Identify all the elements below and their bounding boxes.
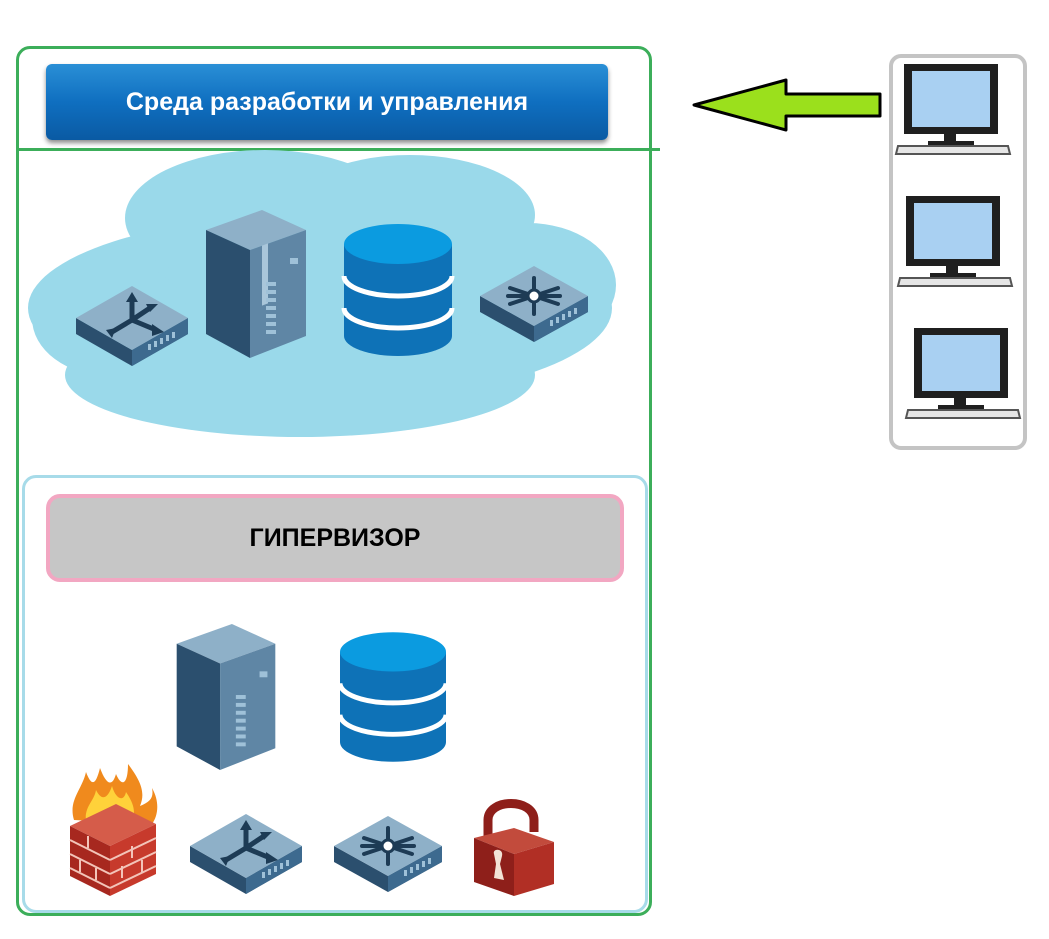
computer-icon — [896, 196, 1014, 287]
hypervisor-banner: ГИПЕРВИЗОР — [46, 494, 624, 582]
client-workstations-panel — [889, 54, 1027, 450]
cloud-shape — [28, 150, 616, 437]
lock-icon — [474, 799, 554, 896]
management-environment-label: Среда разработки и управления — [125, 87, 529, 116]
switch-icon — [334, 816, 442, 892]
database-icon — [341, 224, 455, 356]
computer-icon — [894, 64, 1012, 155]
router-icon — [190, 814, 302, 894]
management-environment-banner: Среда разработки и управления — [46, 64, 608, 140]
switch-icon — [480, 266, 588, 342]
infrastructure-frame — [22, 475, 648, 913]
cloud-platform-frame — [16, 46, 652, 916]
header-divider — [16, 148, 660, 151]
computer-icon — [904, 328, 1022, 419]
arrow-icon — [692, 78, 882, 132]
hypervisor-label: ГИПЕРВИЗОР — [249, 523, 421, 552]
server-icon — [176, 624, 276, 770]
router-icon — [76, 286, 188, 366]
server-icon — [206, 210, 306, 358]
firewall-icon — [69, 764, 158, 896]
database-icon — [337, 632, 449, 762]
